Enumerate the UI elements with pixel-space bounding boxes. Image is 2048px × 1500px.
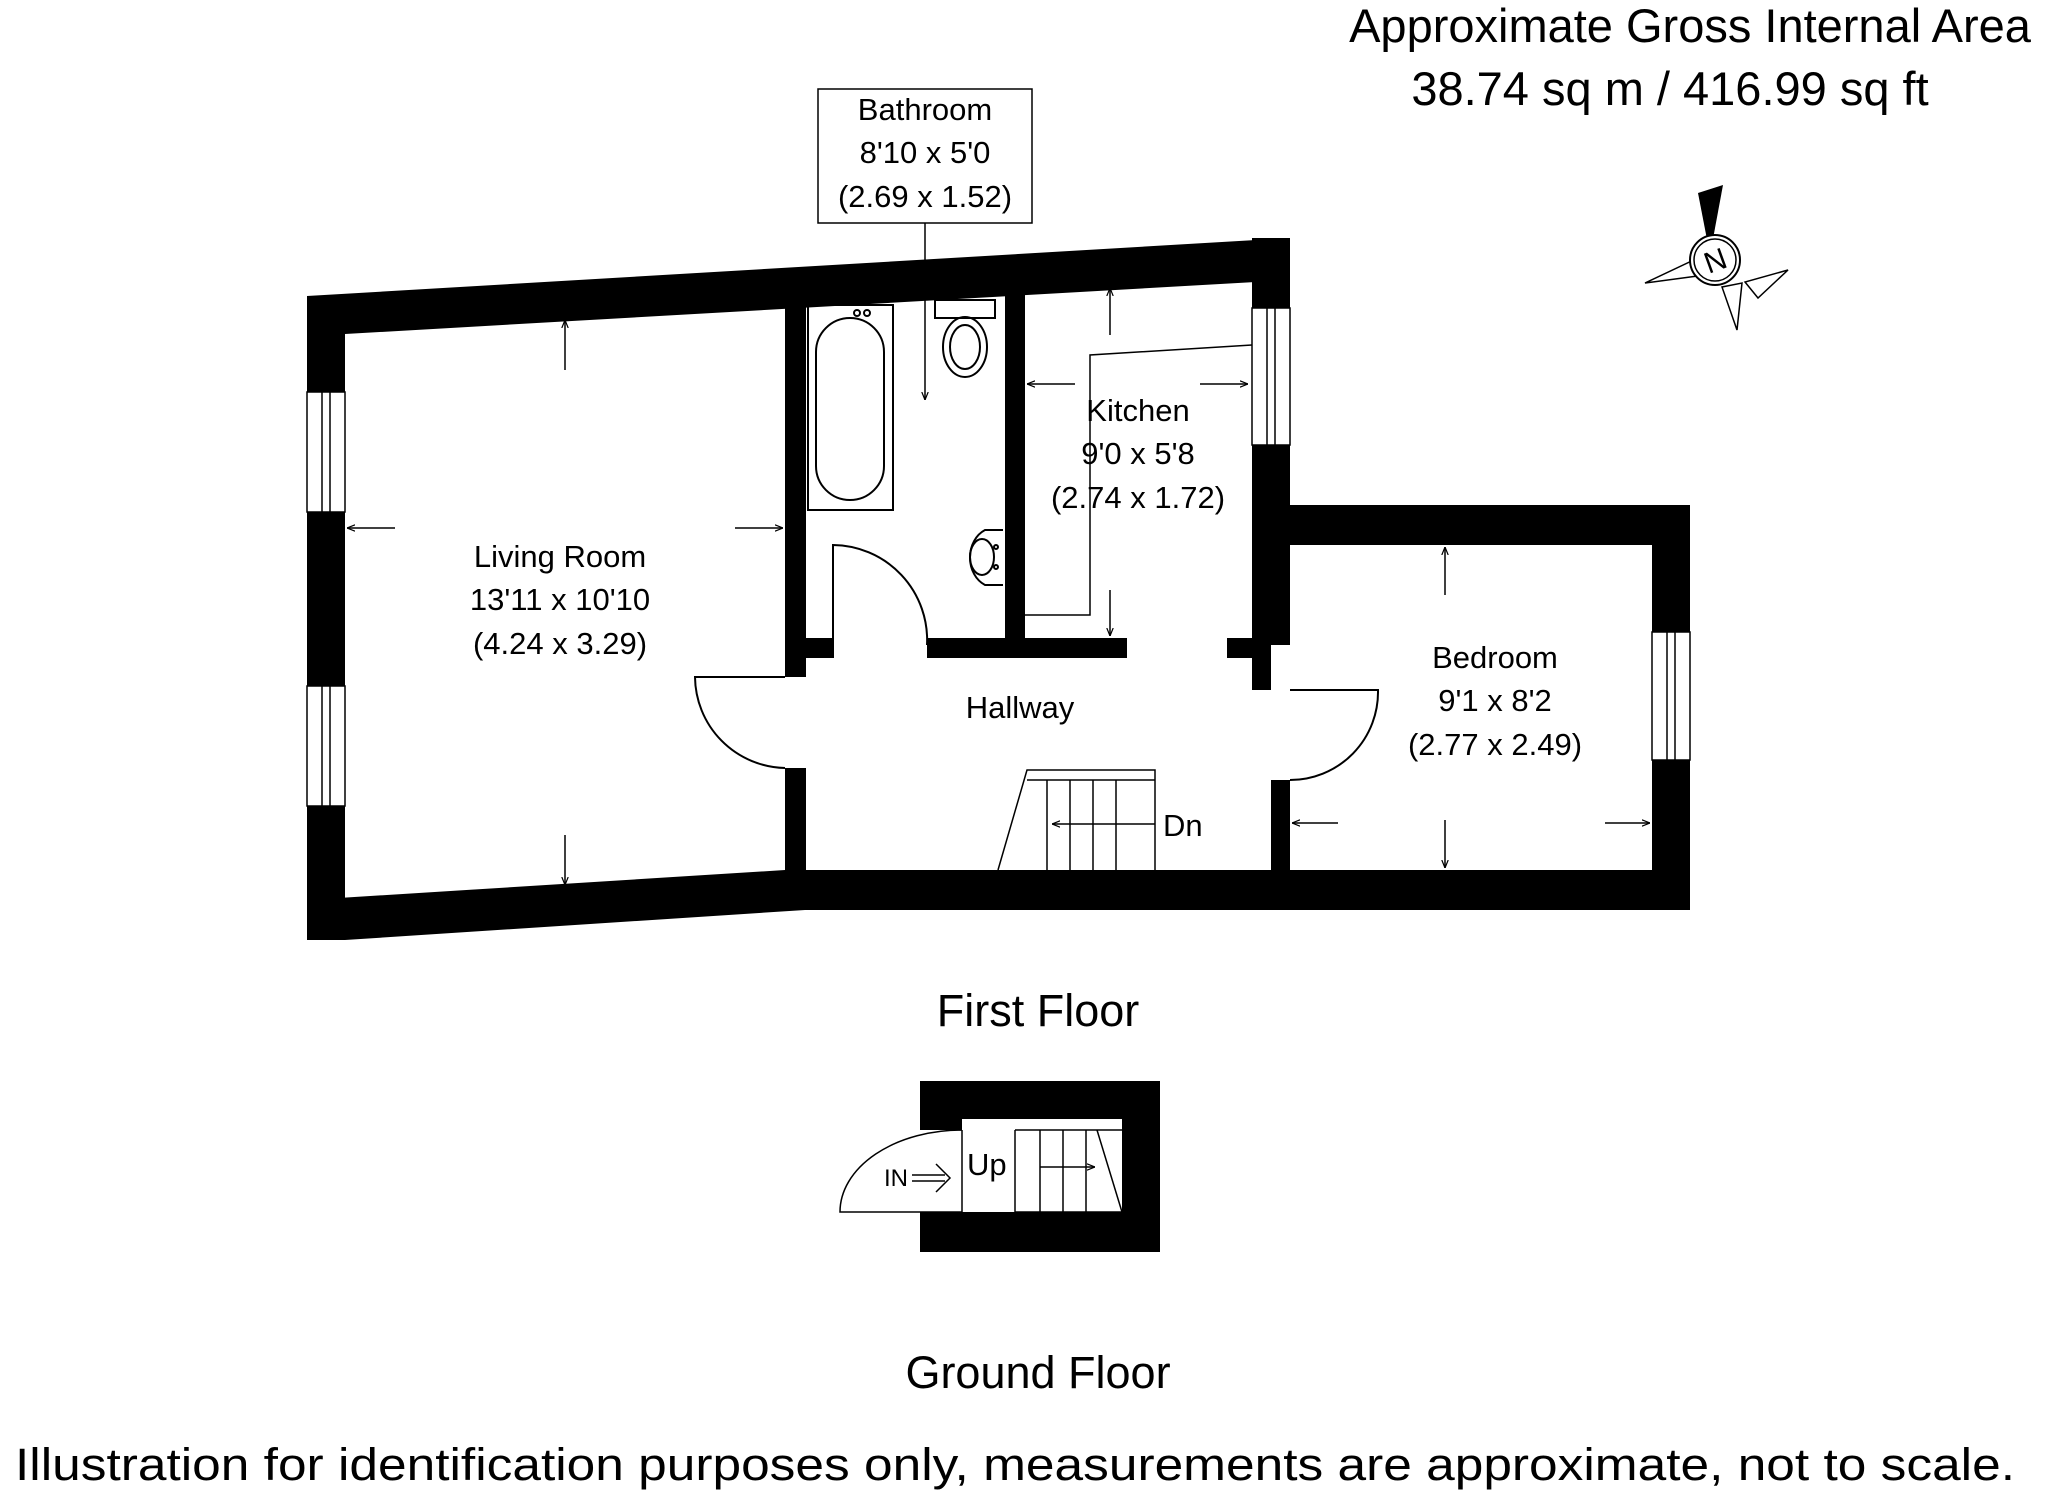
bathroom-fixtures <box>807 299 1003 586</box>
living-room-name: Living Room <box>474 539 646 574</box>
bedroom-metric: (2.77 x 2.49) <box>1408 727 1582 762</box>
living-room-imperial: 13'11 x 10'10 <box>470 582 650 617</box>
dimension-arrows <box>347 288 1650 885</box>
first-floor-walls <box>307 238 1690 940</box>
ground-floor-detail <box>839 1129 1123 1213</box>
entrance-door <box>839 1129 963 1213</box>
area-value: 38.74 sq m / 416.99 sq ft <box>1411 62 1928 115</box>
ground-floor-walls <box>920 1081 1160 1252</box>
stairs-up-label: Up <box>967 1147 1007 1182</box>
stairs-down-label: Dn <box>1163 808 1203 843</box>
bath-icon <box>807 304 894 511</box>
bathroom-metric: (2.69 x 1.52) <box>838 179 1012 214</box>
ground-floor-label: Ground Floor <box>905 1347 1170 1398</box>
kitchen-imperial: 9'0 x 5'8 <box>1081 436 1195 471</box>
toilet-icon <box>934 299 996 378</box>
first-floor-label: First Floor <box>937 985 1140 1036</box>
bathroom-name: Bathroom <box>858 92 992 127</box>
doors <box>693 543 1380 781</box>
bedroom-name: Bedroom <box>1432 640 1558 675</box>
kitchen-metric: (2.74 x 1.72) <box>1051 480 1225 515</box>
kitchen-worktop <box>1025 344 1253 616</box>
hallway-name: Hallway <box>966 690 1075 725</box>
disclaimer: Illustration for identification purposes… <box>15 1439 2015 1490</box>
entrance-arrow-icon <box>912 1163 952 1193</box>
windows <box>306 307 1691 807</box>
entrance-label: IN <box>884 1165 908 1192</box>
stairs-down <box>997 769 1156 871</box>
compass-north-icon: N <box>1644 185 1789 331</box>
basin-icon <box>968 529 1003 586</box>
bathroom-callout <box>817 88 1033 400</box>
living-room-metric: (4.24 x 3.29) <box>473 626 647 661</box>
bathroom-imperial: 8'10 x 5'0 <box>860 135 991 170</box>
kitchen-name: Kitchen <box>1086 393 1189 428</box>
area-title: Approximate Gross Internal Area <box>1349 0 2032 52</box>
bedroom-imperial: 9'1 x 8'2 <box>1438 683 1552 718</box>
